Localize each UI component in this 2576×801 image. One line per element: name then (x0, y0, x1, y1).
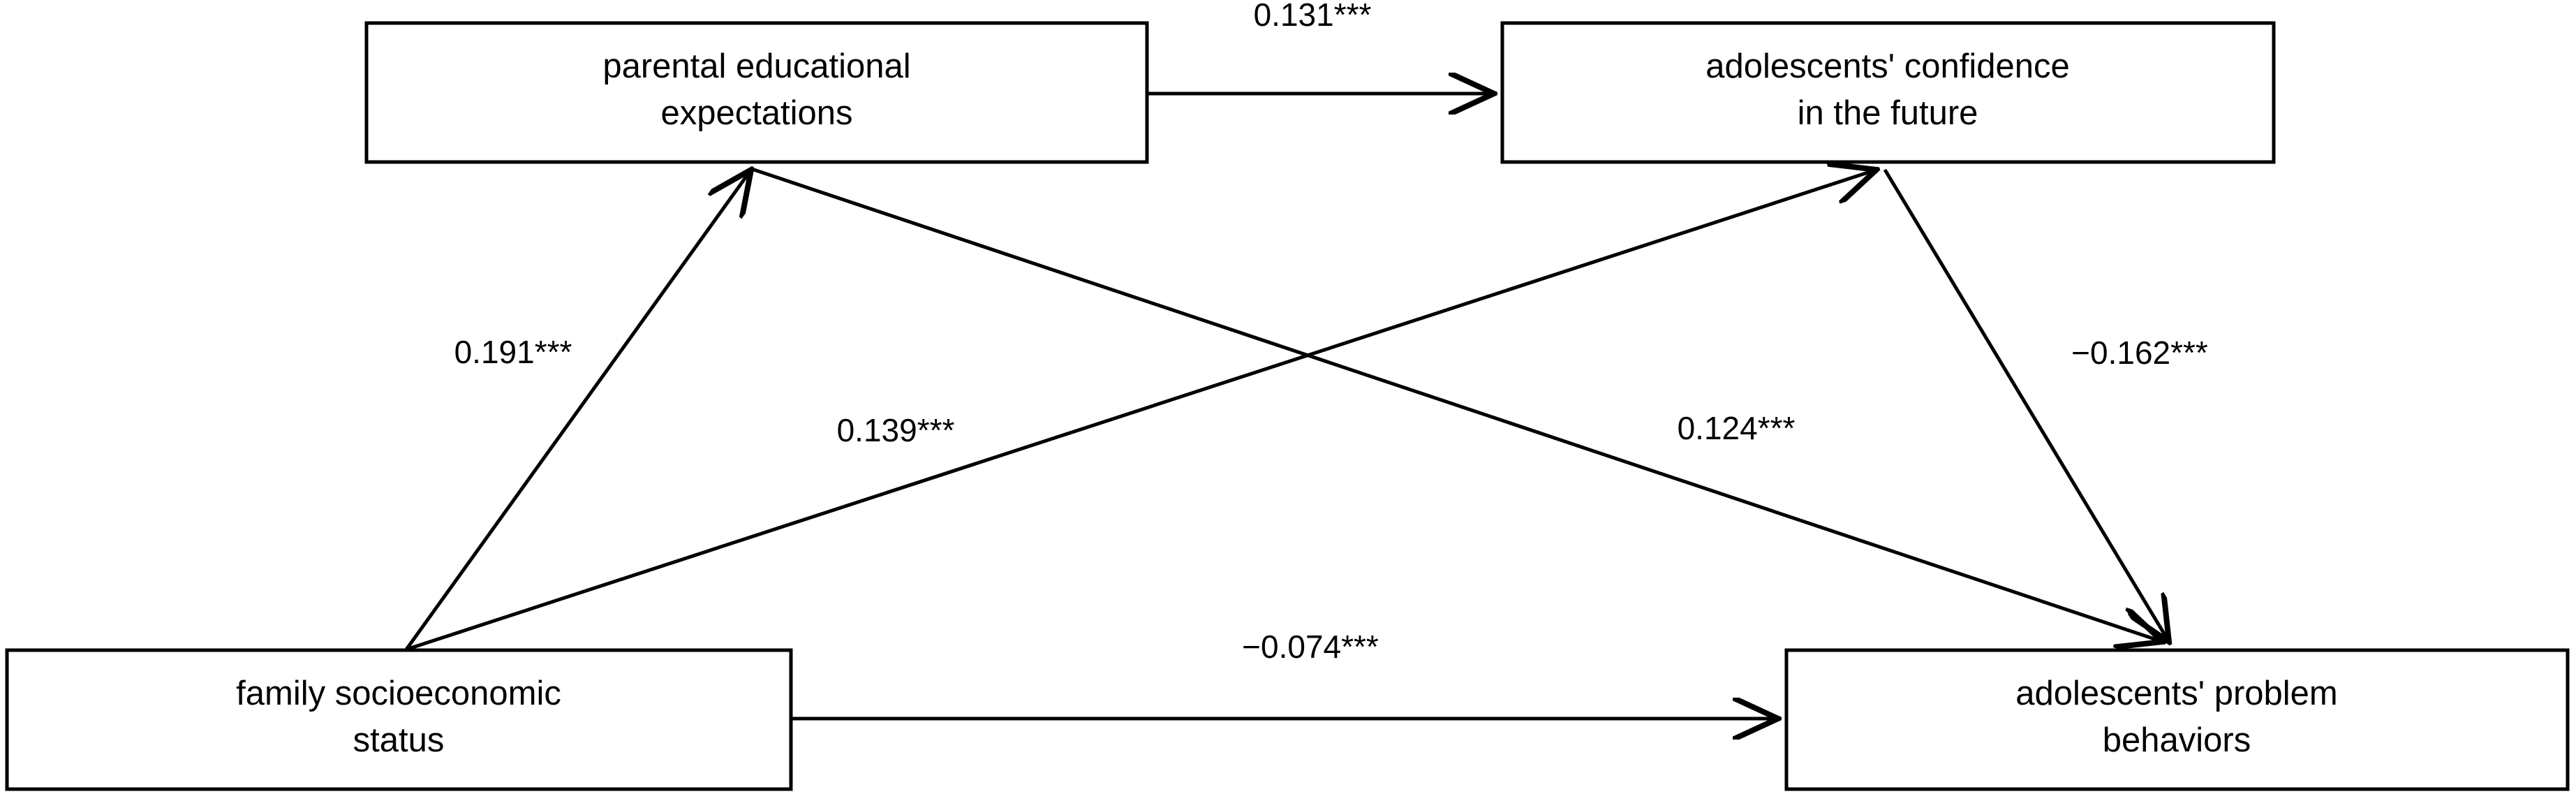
node-parental-educational-expectations[interactable]: parental educational expectations (364, 21, 1149, 164)
path-coefficient-expectations-to-problems: 0.124*** (1678, 410, 1796, 446)
node-family-socioeconomic-status[interactable]: family socioeconomic status (5, 648, 793, 791)
path-coefficient-confidence-to-problems: −0.162*** (2071, 335, 2208, 371)
node-label-family-socioeconomic-status-line2: status (353, 721, 445, 759)
path-coefficient-ses-to-expectations: 0.191*** (454, 334, 572, 370)
node-label-adolescents-confidence-line2: in the future (1798, 94, 1978, 132)
node-label-adolescents-problem-behaviors-line1: adolescents' problem (2015, 675, 2338, 712)
path-arrow-confidence-to-problems (1883, 168, 2169, 642)
node-box-adolescents-problem-behaviors (1784, 648, 2570, 791)
node-label-adolescents-problem-behaviors-line2: behaviors (2103, 721, 2251, 759)
node-box-parental-educational-expectations (364, 21, 1149, 164)
node-label-parental-educational-expectations-line1: parental educational (602, 47, 910, 85)
path-coefficient-ses-to-confidence: 0.139*** (837, 412, 955, 448)
node-label-family-socioeconomic-status-line1: family socioeconomic (236, 675, 561, 712)
path-coefficient-ses-to-problems: −0.074*** (1242, 629, 1379, 665)
node-adolescents-problem-behaviors[interactable]: adolescents' problem behaviors (1784, 648, 2570, 791)
node-label-adolescents-confidence-line1: adolescents' confidence (1705, 47, 2070, 85)
path-coefficient-expectations-to-confidence: 0.131*** (1254, 0, 1372, 33)
node-adolescents-confidence-in-the-future[interactable]: adolescents' confidence in the future (1500, 21, 2276, 164)
path-arrow-ses-to-expectations (404, 170, 751, 651)
node-box-family-socioeconomic-status (5, 648, 793, 791)
path-arrow-expectations-to-problems (753, 168, 2163, 642)
node-label-parental-educational-expectations-line2: expectations (660, 94, 852, 132)
node-box-adolescents-confidence-in-the-future (1500, 21, 2276, 164)
path-arrow-ses-to-confidence (406, 170, 1877, 652)
